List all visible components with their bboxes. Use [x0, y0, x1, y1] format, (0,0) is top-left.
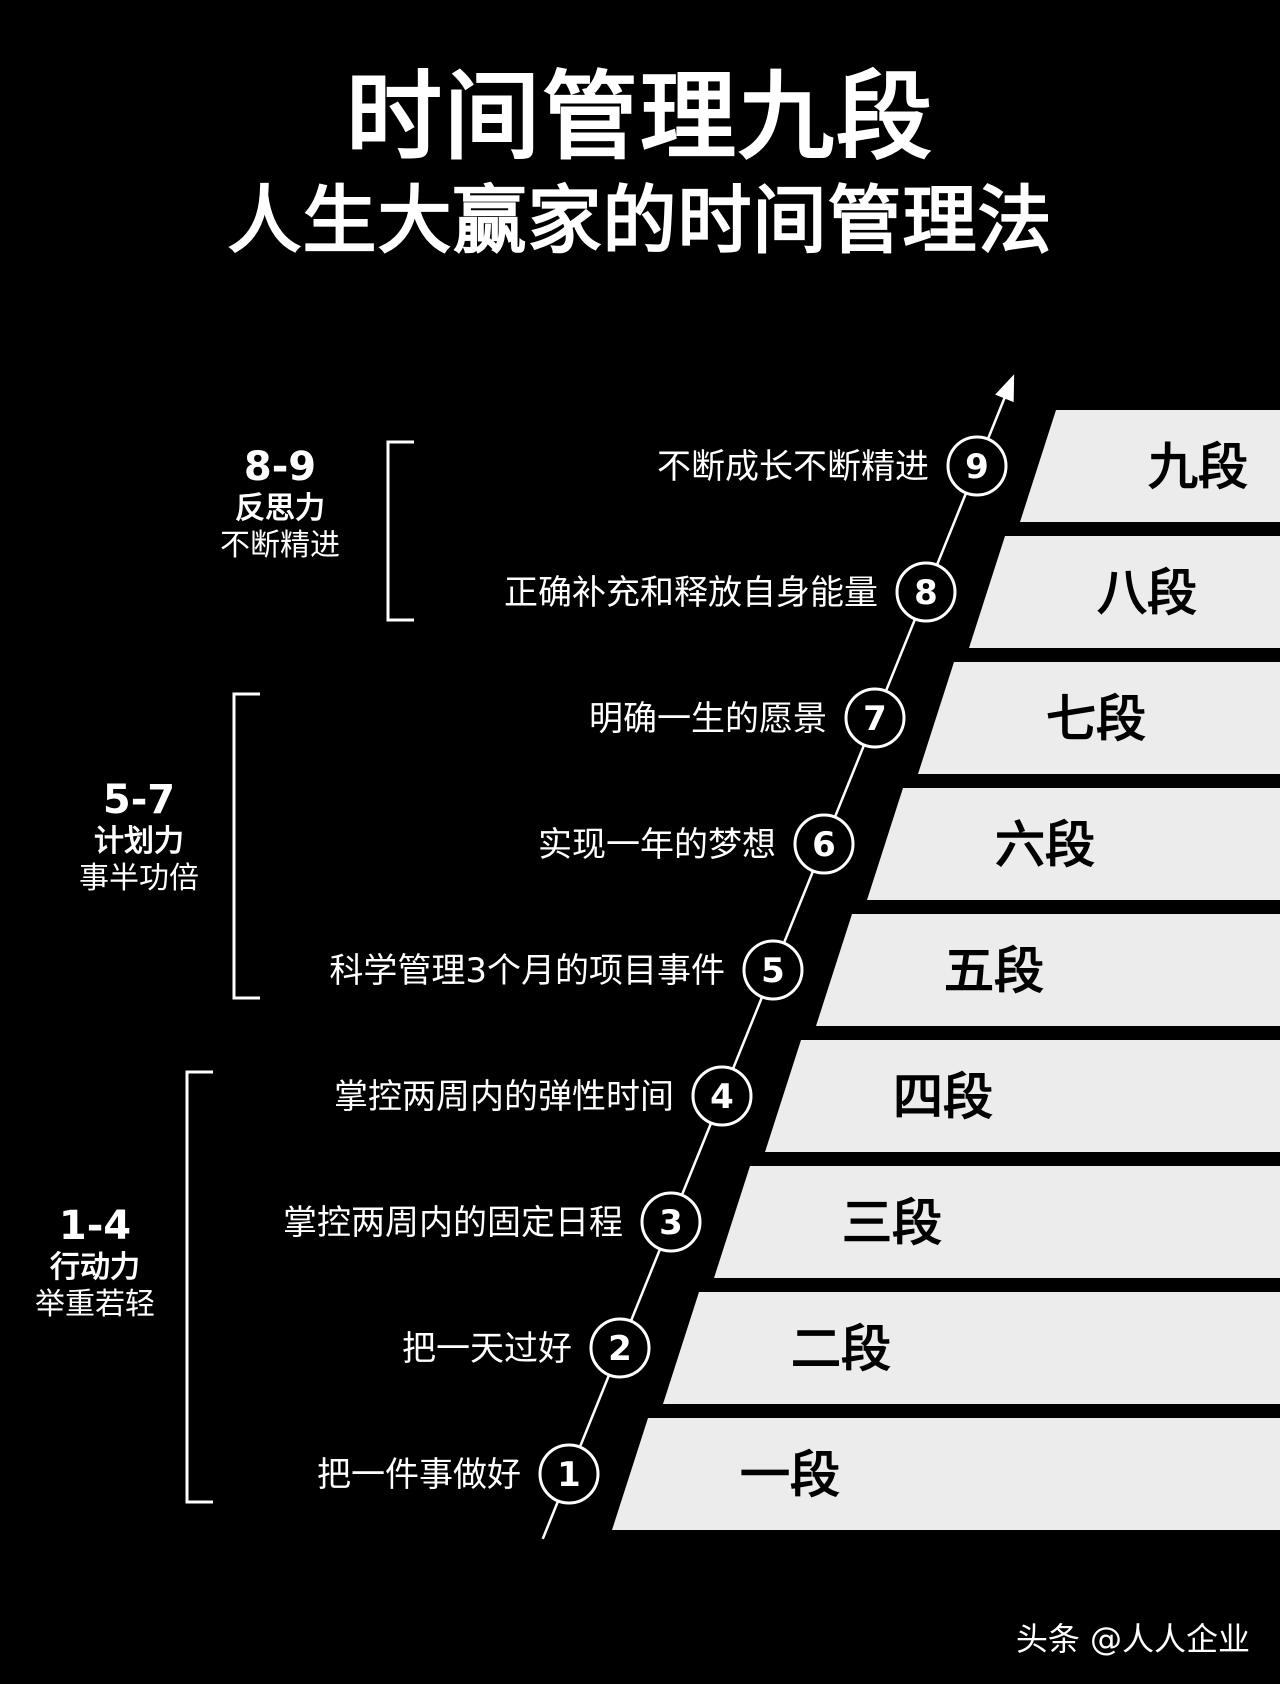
group-motto: 事半功倍	[79, 861, 199, 896]
level-number-3: 3	[659, 1203, 683, 1243]
step-name-2: 二段	[791, 1320, 891, 1378]
level-number-5: 5	[761, 951, 785, 991]
level-description-9: 不断成长不断精进	[657, 447, 929, 487]
level-circle-9	[946, 435, 1008, 497]
step-5	[816, 914, 1280, 1026]
group-motto: 举重若轻	[35, 1287, 155, 1322]
level-description-3: 掌控两周内的固定日程	[283, 1203, 623, 1243]
page-subtitle: 人生大赢家的时间管理法	[227, 178, 1053, 264]
step-name-7: 七段	[1046, 690, 1146, 748]
level-circle-2	[589, 1317, 651, 1379]
step-3	[714, 1166, 1280, 1278]
step-name-6: 六段	[995, 816, 1095, 874]
step-name-5: 五段	[944, 942, 1044, 1000]
level-number-2: 2	[608, 1329, 632, 1369]
level-number-1: 1	[557, 1455, 581, 1495]
footer-credit: 头条 @人人企业	[1015, 1620, 1250, 1658]
level-description-6: 实现一年的梦想	[538, 825, 776, 865]
level-description-8: 正确补充和释放自身能量	[504, 573, 878, 613]
level-description-1: 把一件事做好	[317, 1455, 521, 1495]
step-name-1: 一段	[740, 1446, 840, 1504]
group-skill: 反思力	[235, 491, 325, 526]
level-number-4: 4	[710, 1077, 734, 1117]
group-label-8-9: 8-9 反思力 不断精进	[205, 444, 355, 564]
level-circle-7	[844, 687, 906, 749]
group-skill: 计划力	[94, 824, 184, 859]
step-2	[663, 1292, 1280, 1404]
step-9	[1020, 410, 1280, 522]
group-range: 8-9	[243, 444, 317, 490]
step-name-4: 四段	[893, 1068, 993, 1126]
group-label-1-4: 1-4 行动力 举重若轻	[20, 1203, 170, 1323]
step-name-8: 八段	[1097, 564, 1197, 622]
group-range: 1-4	[58, 1203, 132, 1249]
step-7	[918, 662, 1280, 774]
level-number-8: 8	[914, 573, 938, 613]
level-circle-4	[691, 1065, 753, 1127]
level-description-5: 科学管理3个月的项目事件	[329, 951, 725, 991]
group-motto: 不断精进	[220, 528, 340, 563]
level-circle-6	[793, 813, 855, 875]
level-description-2: 把一天过好	[402, 1329, 572, 1369]
level-description-4: 掌控两周内的弹性时间	[334, 1077, 674, 1117]
level-number-6: 6	[812, 825, 836, 865]
level-circle-8	[895, 561, 957, 623]
arrow-up-icon	[995, 374, 1015, 403]
step-name-3: 三段	[842, 1194, 942, 1252]
group-label-5-7: 5-7 计划力 事半功倍	[64, 777, 214, 897]
page-title: 时间管理九段	[346, 61, 934, 173]
level-circle-5	[742, 939, 804, 1001]
step-8	[969, 536, 1280, 648]
step-1	[612, 1418, 1280, 1530]
level-description-7: 明确一生的愿景	[589, 699, 827, 739]
group-bracket-5-7	[232, 692, 260, 1000]
level-number-9: 9	[965, 447, 989, 487]
group-bracket-8-9	[386, 440, 414, 622]
step-name-9: 九段	[1148, 438, 1248, 496]
level-circle-1	[538, 1443, 600, 1505]
group-range: 5-7	[102, 777, 176, 823]
group-bracket-1-4	[185, 1070, 213, 1504]
step-4	[765, 1040, 1280, 1152]
step-6	[867, 788, 1280, 900]
group-skill: 行动力	[50, 1250, 140, 1285]
level-number-7: 7	[863, 699, 887, 739]
level-circle-3	[640, 1191, 702, 1253]
